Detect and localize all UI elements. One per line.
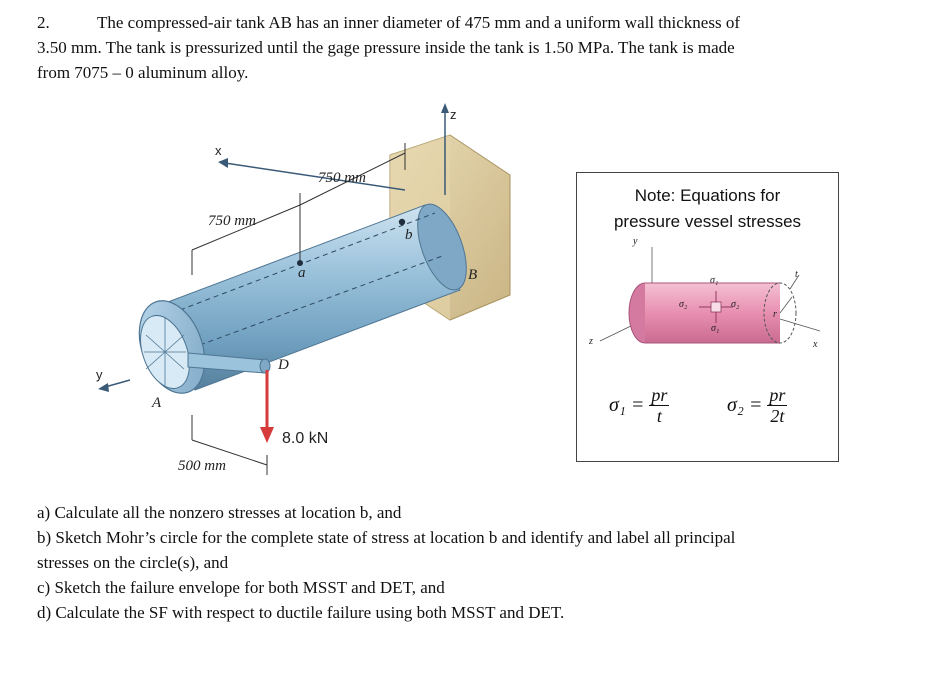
end-cap-a xyxy=(138,300,206,394)
dimension-750-top: 750 mm xyxy=(318,170,366,186)
point-a-marker xyxy=(297,260,303,266)
problem-statement: 2. The compressed-air tank AB has an inn… xyxy=(37,10,917,85)
question-c: c) Sketch the failure envelope for both … xyxy=(37,578,445,597)
sigma1-fraction: pr t xyxy=(649,385,670,426)
label-point-b: b xyxy=(405,227,413,243)
sigma2-numerator: pr xyxy=(767,385,788,406)
y-axis-line xyxy=(104,379,131,388)
diagram-r-label: r xyxy=(773,309,777,320)
diagram-sigma1-top: σ₁ xyxy=(710,275,719,286)
force-arrow xyxy=(260,370,274,443)
problem-line-3: from 7075 – 0 aluminum alloy. xyxy=(37,63,249,82)
note-box: Note: Equations for pressure vessel stre… xyxy=(576,172,839,462)
diagram-y-label: y xyxy=(633,236,638,247)
diagram-sigma2-left: σ₂ xyxy=(679,299,688,310)
problem-number: 2. xyxy=(37,13,50,32)
sigma1-denominator: t xyxy=(656,406,662,426)
question-b-line-2: stresses on the circle(s), and xyxy=(37,553,229,572)
sigma2-equation: σ₂ = pr 2t xyxy=(727,385,788,426)
label-b-end: B xyxy=(468,267,478,283)
label-point-a: a xyxy=(298,265,306,281)
diagram-sigma2-right: σ₂ xyxy=(731,299,740,310)
dimension-750-left: 750 mm xyxy=(208,213,256,229)
tank-illustration xyxy=(98,103,511,475)
label-a-end: A xyxy=(152,395,162,411)
label-d: D xyxy=(278,357,289,373)
sigma2-lhs: σ₂ = xyxy=(727,394,763,416)
diagram-z-label: z xyxy=(589,336,593,347)
pressure-vessel-diagram xyxy=(599,247,821,344)
questions-list: a) Calculate all the nonzero stresses at… xyxy=(37,500,917,625)
z-axis-label: z xyxy=(450,107,457,122)
y-axis-label: y xyxy=(96,367,103,382)
problem-line-2: 3.50 mm. The tank is pressurized until t… xyxy=(37,38,735,57)
dimension-lines xyxy=(191,143,406,475)
question-d: d) Calculate the SF with respect to duct… xyxy=(37,603,565,622)
note-title-line-1: Note: Equations for xyxy=(634,186,781,205)
dimension-500: 500 mm xyxy=(178,458,226,474)
force-label: 8.0 kN xyxy=(282,430,329,447)
x-axis-label: x xyxy=(215,143,222,158)
diagram-t-label: t xyxy=(795,269,798,280)
sigma1-lhs: σ₁ = xyxy=(609,394,645,416)
handle-d xyxy=(187,352,271,374)
question-a: a) Calculate all the nonzero stresses at… xyxy=(37,503,402,522)
sigma2-denominator: 2t xyxy=(770,406,785,426)
question-b-line-1: b) Sketch Mohr’s circle for the complete… xyxy=(37,528,736,547)
sigma2-fraction: pr 2t xyxy=(767,385,788,426)
problem-line-1: The compressed-air tank AB has an inner … xyxy=(97,13,740,32)
sigma1-numerator: pr xyxy=(649,385,670,406)
tank-figure: x y z 750 mm 750 mm 500 mm 8.0 kN A B D … xyxy=(60,95,570,490)
point-b-marker xyxy=(398,218,406,226)
diagram-sigma1-bottom: σ₁ xyxy=(711,323,720,334)
x-axis-line xyxy=(224,162,406,191)
diagram-x-label: x xyxy=(813,339,818,350)
note-title-line-2: pressure vessel stresses xyxy=(613,212,802,231)
sigma1-equation: σ₁ = pr t xyxy=(609,385,670,426)
